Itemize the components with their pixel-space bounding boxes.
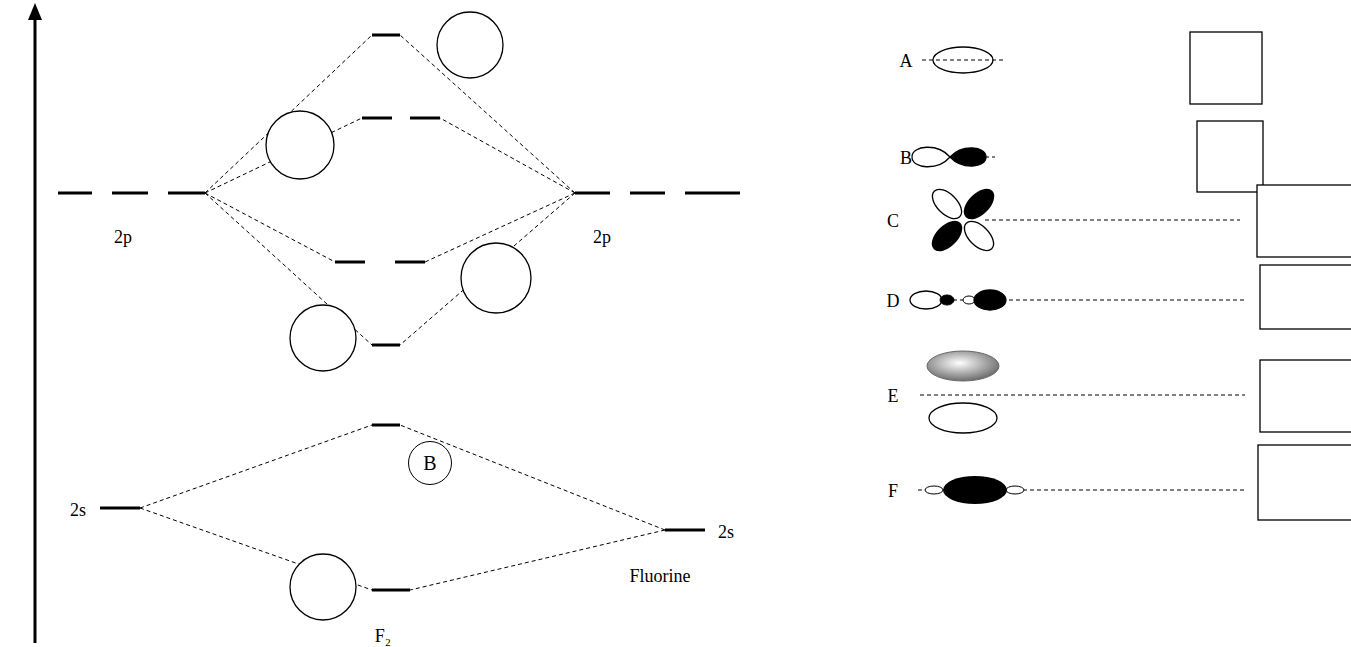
orbital-letter: B <box>900 149 912 167</box>
circle-letter: B <box>423 453 436 473</box>
orbital-letter: C <box>887 212 899 230</box>
orbital-letter: F <box>888 482 898 500</box>
atom-label: Fluorine <box>630 567 691 585</box>
orbital-letter: D <box>887 292 900 310</box>
orbital-letter: E <box>888 387 899 405</box>
level-label: 2p <box>114 228 132 246</box>
orbital-letter: A <box>900 52 913 70</box>
answer-circle: B <box>408 441 452 485</box>
level-label: 2s <box>70 501 86 519</box>
level-label: 2p <box>593 228 611 246</box>
molecule-label: F₂ <box>375 627 391 645</box>
level-label: 2s <box>718 523 734 541</box>
